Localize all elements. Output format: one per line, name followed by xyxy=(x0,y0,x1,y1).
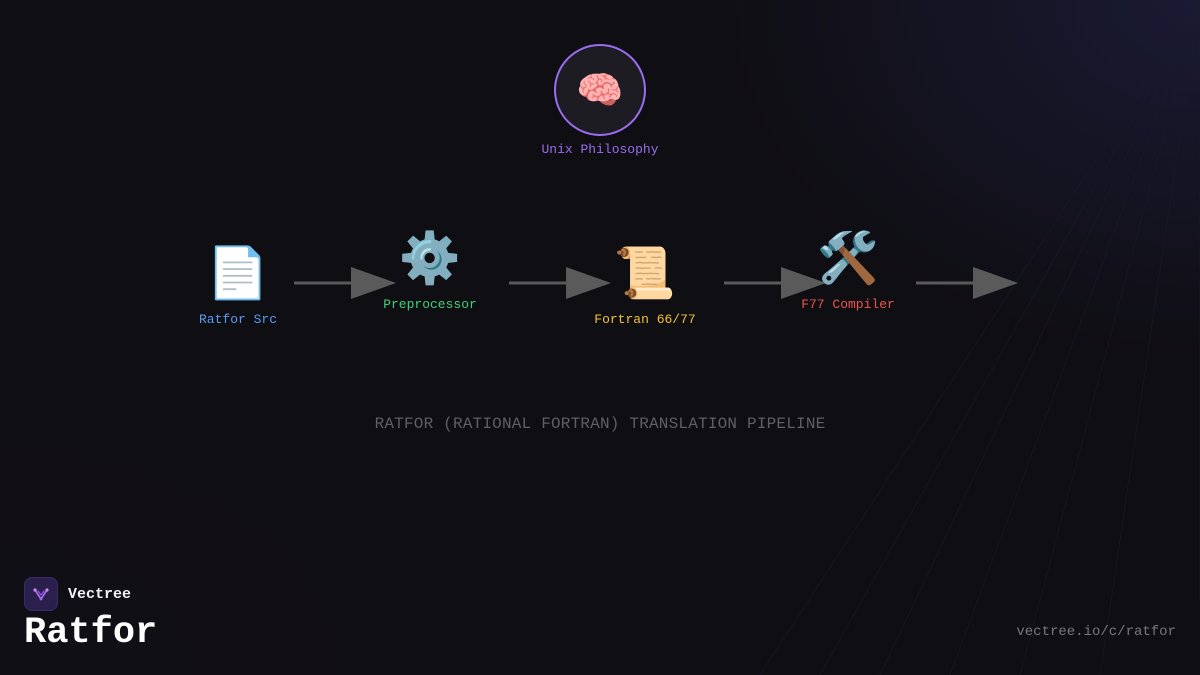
brand: Vectree xyxy=(24,577,131,611)
arrow-3 xyxy=(724,267,826,299)
brand-name: Vectree xyxy=(68,585,132,603)
stage-label-preprocessor: Preprocessor xyxy=(383,297,477,312)
arrow-4 xyxy=(916,267,1018,299)
diagram-caption: RATFOR (RATIONAL FORTRAN) TRANSLATION PI… xyxy=(374,415,826,433)
brain-icon: 🧠 xyxy=(576,68,624,112)
stage-label-ratfor-src: Ratfor Src xyxy=(198,312,277,327)
unix-philosophy-node: 🧠 xyxy=(554,44,646,136)
stage-label-f77-compiler: F77 Compiler xyxy=(801,297,895,312)
scroll-icon: 📜 xyxy=(613,244,677,302)
stage-f77-compiler: 🛠️ F77 Compiler xyxy=(768,233,928,312)
arrow-1 xyxy=(294,267,396,299)
document-icon: 📄 xyxy=(206,244,270,302)
vectree-logo-icon xyxy=(24,577,58,611)
page-url: vectree.io/c/ratfor xyxy=(1016,624,1176,640)
arrow-2 xyxy=(509,267,611,299)
gear-icon: ⚙️ xyxy=(398,229,462,287)
stage-fortran: 📜 Fortran 66/77 xyxy=(565,248,725,327)
hammer-wrench-icon: 🛠️ xyxy=(816,229,880,287)
page-title: Ratfor xyxy=(24,612,158,654)
stage-preprocessor: ⚙️ Preprocessor xyxy=(350,233,510,312)
stage-ratfor-src: 📄 Ratfor Src xyxy=(158,248,318,327)
unix-philosophy-label: Unix Philosophy xyxy=(541,142,659,157)
stage-label-fortran: Fortran 66/77 xyxy=(594,312,696,327)
